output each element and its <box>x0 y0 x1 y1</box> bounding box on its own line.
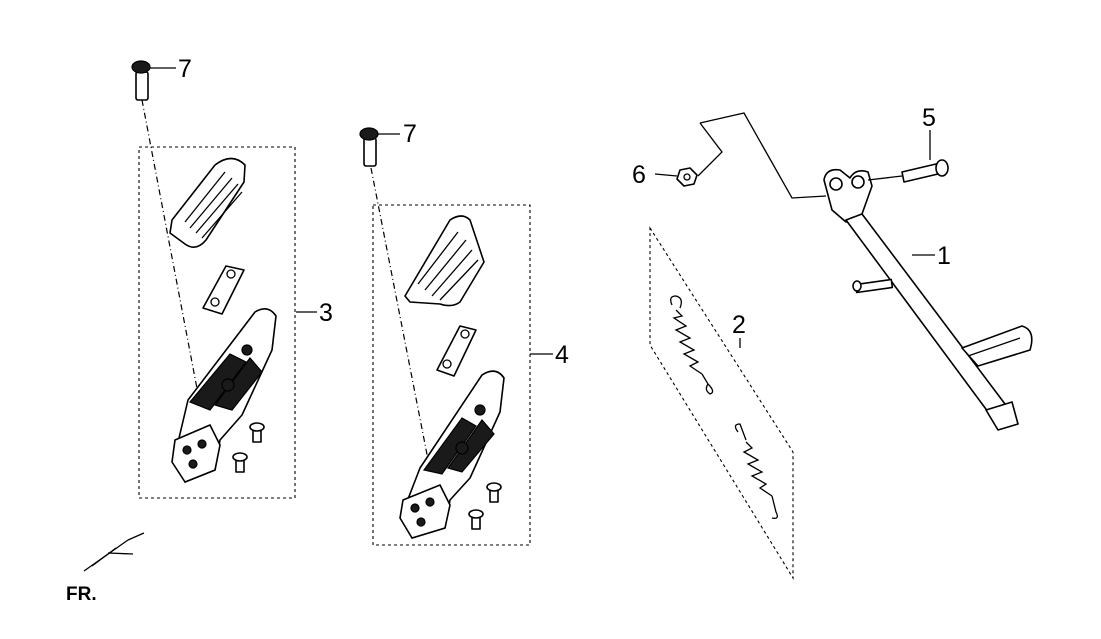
callout-7-right: 7 <box>403 120 417 148</box>
plate-right <box>436 325 477 377</box>
small-bolt-left-a <box>249 422 265 443</box>
callout-1: 1 <box>937 242 951 270</box>
spring-large <box>670 295 714 395</box>
front-direction-indicator: FR. <box>66 532 145 605</box>
stand-bracket <box>823 168 873 223</box>
footrest-body-right <box>399 370 505 539</box>
bolt-7-left <box>131 60 151 101</box>
side-stand <box>676 112 1033 431</box>
nut-pointer-line <box>697 122 723 177</box>
group-box-3 <box>138 146 296 499</box>
rubber-pad-left <box>169 157 246 248</box>
group-box-4 <box>372 204 531 546</box>
pivot-bolt-5 <box>901 159 949 183</box>
small-bolt-right-a <box>486 482 502 503</box>
callout-6: 6 <box>632 161 646 189</box>
small-bolt-left-b <box>232 452 248 473</box>
plate-left <box>202 265 245 315</box>
stand-pin <box>852 278 894 294</box>
footrest-body-left <box>171 308 277 483</box>
callout-5: 5 <box>922 104 936 132</box>
direction-label: FR. <box>66 584 97 605</box>
stand-foot <box>985 401 1019 431</box>
stand-leg <box>845 213 1009 421</box>
callout-leaders <box>150 67 935 355</box>
nut-6 <box>676 167 698 187</box>
small-bolt-right-b <box>468 509 484 530</box>
bolt-7-right <box>359 127 379 167</box>
right-footrest-group <box>359 127 531 546</box>
stand-pointer-line <box>699 112 827 199</box>
bolt-axis-right <box>370 167 433 481</box>
rubber-pad-right <box>404 215 485 307</box>
spring-small <box>734 423 778 520</box>
left-footrest-group <box>131 60 296 499</box>
callout-3: 3 <box>319 299 333 327</box>
callout-7-left: 7 <box>178 55 192 83</box>
bolt-axis-left <box>141 99 204 421</box>
callout-2: 2 <box>732 311 746 339</box>
spring-group <box>649 226 794 580</box>
group-box-2 <box>649 226 794 580</box>
callout-4: 4 <box>555 341 569 369</box>
